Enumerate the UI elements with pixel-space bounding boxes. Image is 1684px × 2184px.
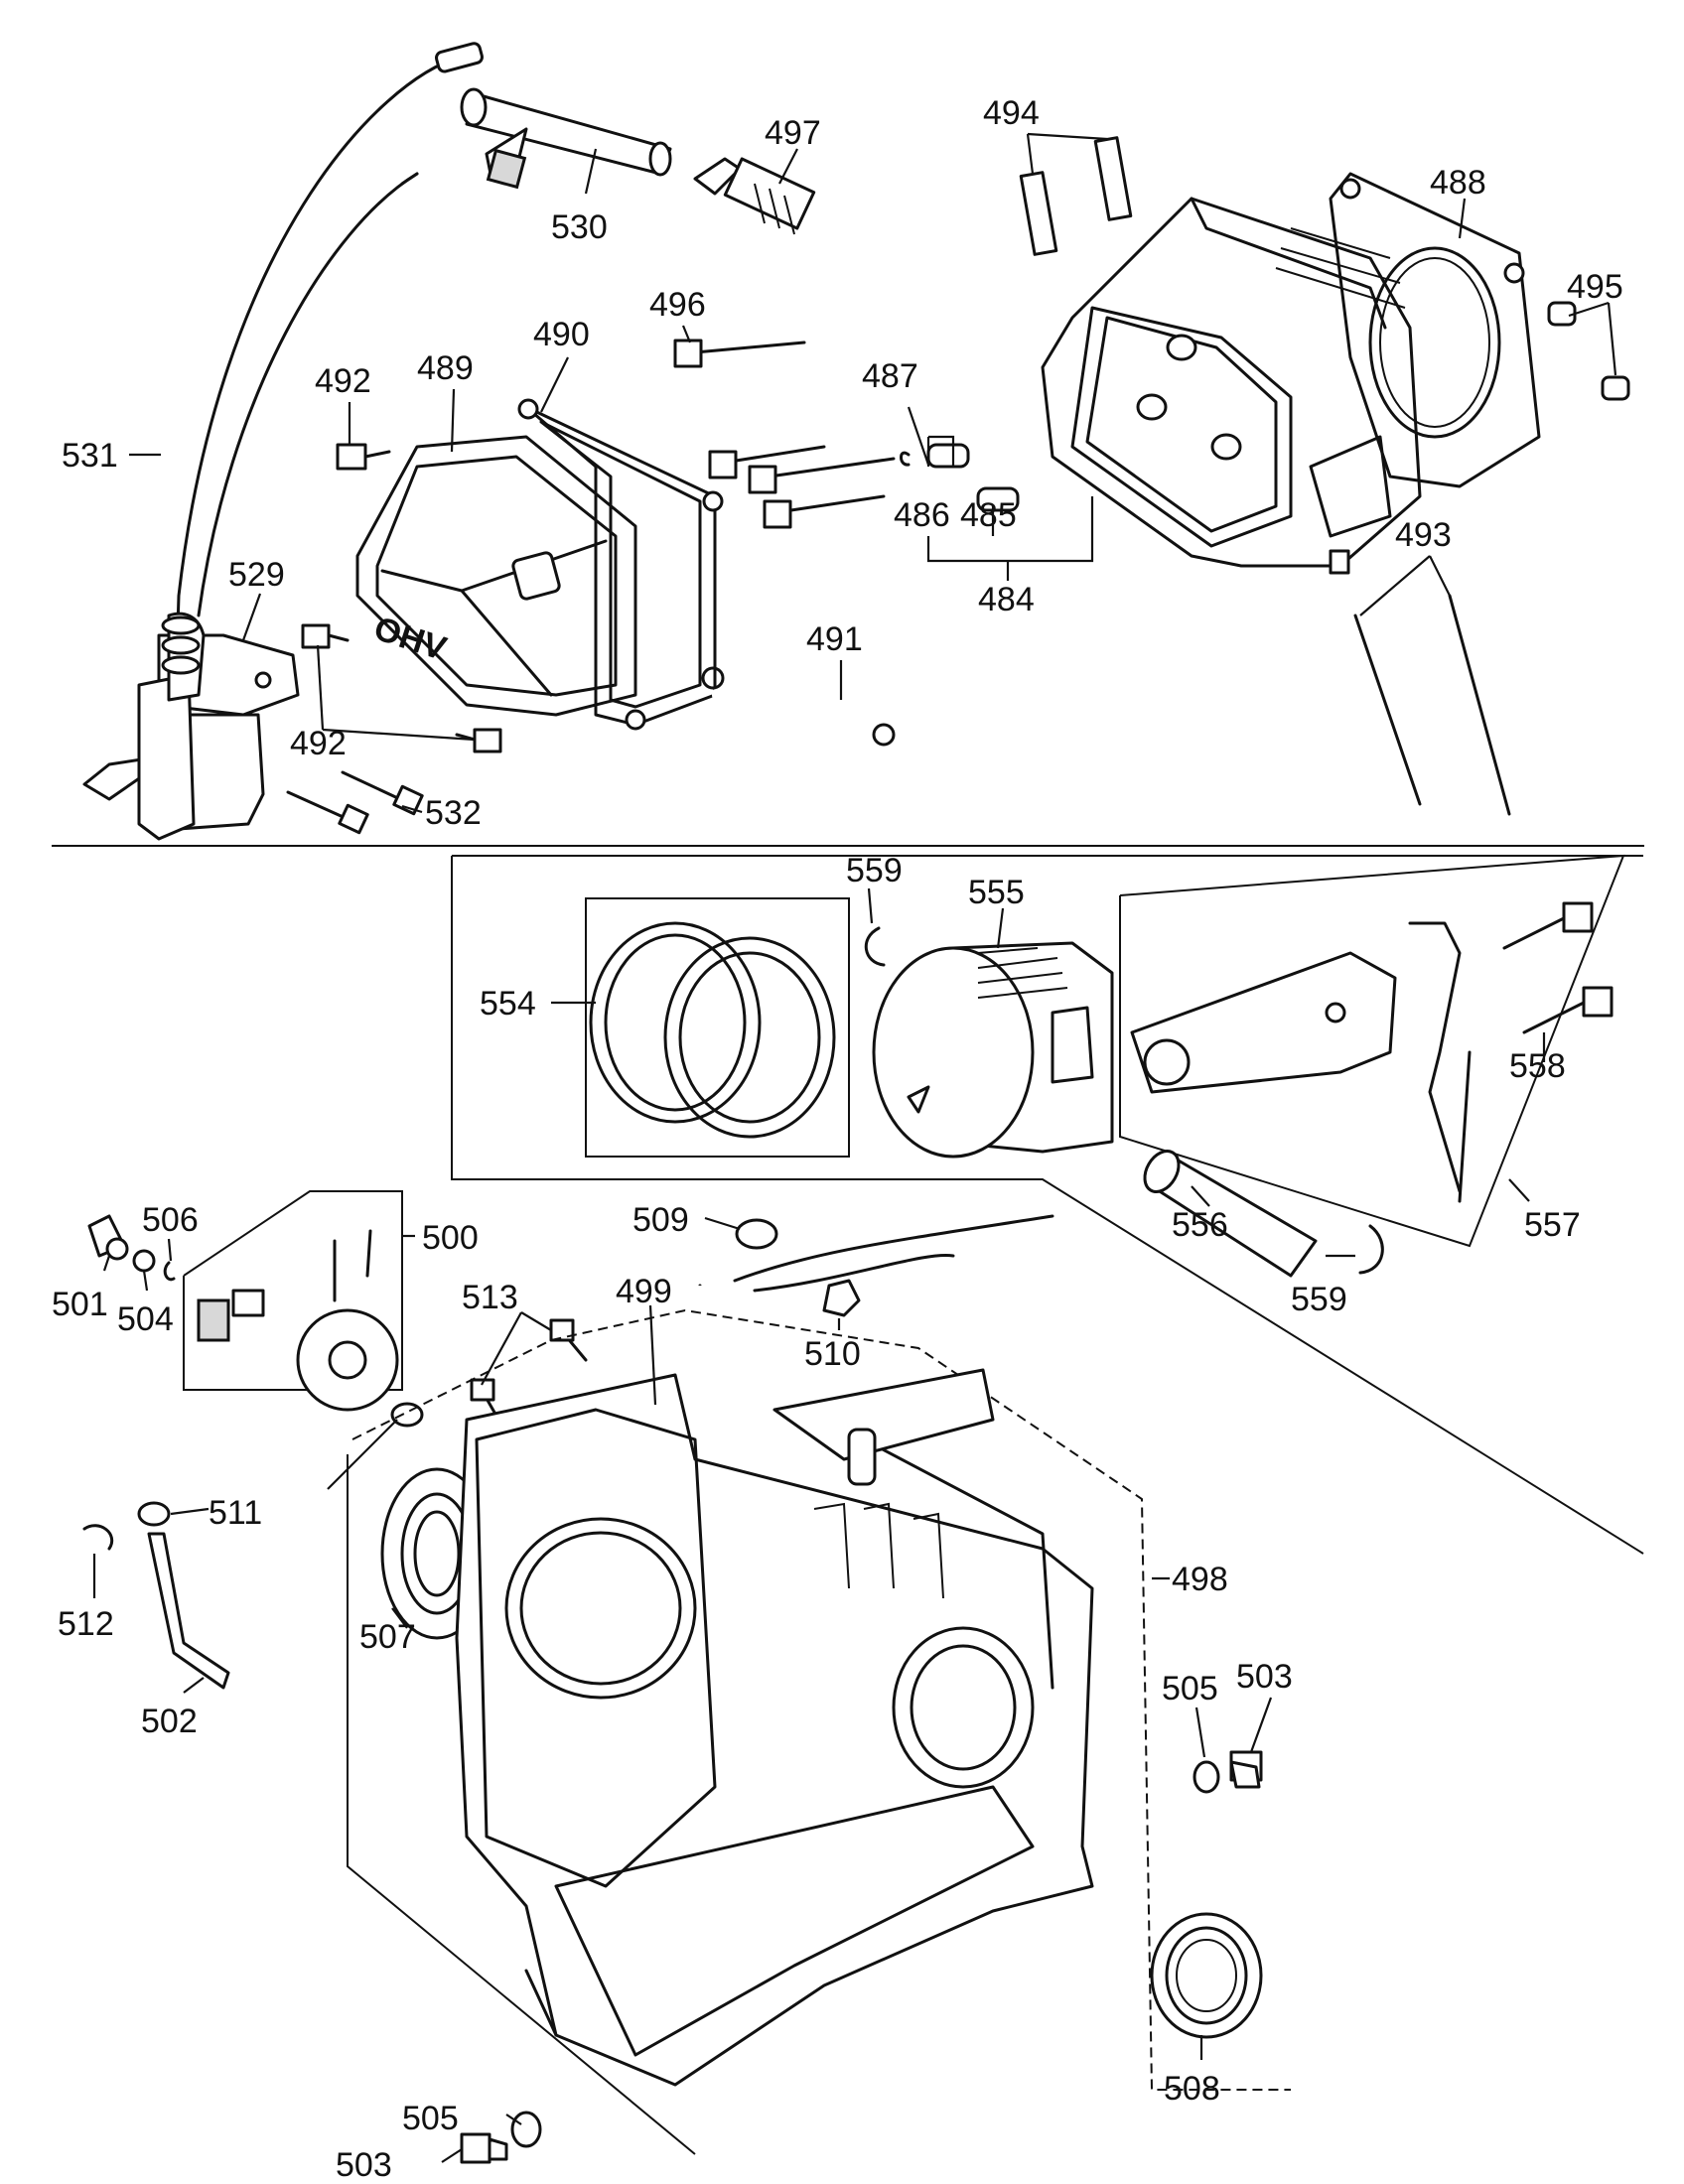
label-559-bottom: 559 xyxy=(1291,1281,1347,1318)
oil-seal-part-508 xyxy=(1150,1912,1263,2039)
dowel-pins-part-495 xyxy=(1547,301,1630,401)
label-529: 529 xyxy=(228,556,285,594)
label-512: 512 xyxy=(58,1605,114,1643)
label-530: 530 xyxy=(551,208,608,246)
label-555: 555 xyxy=(968,874,1025,911)
head-gasket-part-488 xyxy=(1329,172,1541,488)
label-487: 487 xyxy=(862,357,918,395)
valve-cover-gasket-part-490 xyxy=(517,398,724,731)
label-491: 491 xyxy=(806,620,863,658)
piston-part-555 xyxy=(872,941,1114,1159)
piston-rings-part-554 xyxy=(585,897,850,1158)
label-507: 507 xyxy=(359,1618,416,1656)
bolts-part-513 xyxy=(470,1318,588,1427)
label-501: 501 xyxy=(52,1286,108,1323)
governor-assembly-part-500 xyxy=(183,1190,403,1412)
connecting-rod-assembly-part-557 xyxy=(1119,854,1625,1248)
label-556: 556 xyxy=(1172,1206,1228,1244)
label-558: 558 xyxy=(1509,1047,1566,1085)
spring-clip-part-512 xyxy=(82,1524,113,1551)
label-508: 508 xyxy=(1164,2070,1220,2108)
long-studs-part-493 xyxy=(1353,594,1511,816)
callout-labels: 531 530 497 494 488 495 496 490 489 492 … xyxy=(52,94,1623,2184)
label-505-bottom: 505 xyxy=(402,2100,459,2137)
connecting-rod-bolts-part-558 xyxy=(1502,901,1614,1034)
label-506: 506 xyxy=(142,1201,199,1239)
label-511: 511 xyxy=(209,1494,262,1532)
ignition-coil-part-529 xyxy=(137,612,300,841)
crankcase-part-498 xyxy=(347,1308,1291,2155)
label-494: 494 xyxy=(983,94,1040,132)
label-495: 495 xyxy=(1567,268,1623,306)
plug-part-510 xyxy=(822,1279,861,1317)
label-492-top: 492 xyxy=(315,362,371,400)
breather-tube-part-491 xyxy=(701,666,896,787)
label-493: 493 xyxy=(1395,516,1452,554)
spark-plug-cap-part-530 xyxy=(460,87,672,190)
label-503-right: 503 xyxy=(1236,1658,1293,1696)
piston-pin-clip-part-559a xyxy=(864,926,886,967)
o-ring-part-509 xyxy=(735,1218,778,1250)
label-498: 498 xyxy=(1172,1561,1228,1598)
label-509: 509 xyxy=(632,1201,689,1239)
drain-plug-washer-bottom xyxy=(460,2111,542,2164)
valve-parts-485-486-487 xyxy=(900,443,1020,512)
label-496: 496 xyxy=(649,286,706,324)
label-503-bottom: 503 xyxy=(336,2146,392,2184)
label-554: 554 xyxy=(480,985,536,1023)
label-497: 497 xyxy=(765,114,821,152)
governor-small-parts-501-504-506 xyxy=(87,1214,176,1282)
cylinder-head-part-484 xyxy=(1041,197,1422,575)
coil-bolts-part-532 xyxy=(286,770,424,835)
label-490: 490 xyxy=(533,316,590,353)
label-489: 489 xyxy=(417,349,474,387)
label-484: 484 xyxy=(978,581,1035,618)
label-557: 557 xyxy=(1524,1206,1581,1244)
label-499: 499 xyxy=(616,1273,672,1310)
valve-cover-part-489: OHV xyxy=(355,435,637,717)
label-488: 488 xyxy=(1430,164,1486,202)
label-532: 532 xyxy=(425,794,482,832)
label-485: 485 xyxy=(960,496,1017,534)
studs-part-494 xyxy=(1019,136,1133,256)
leader-lines xyxy=(92,132,1617,2163)
governor-arm-part-502 xyxy=(147,1532,230,1690)
label-513: 513 xyxy=(462,1279,518,1316)
spark-plug-part-497 xyxy=(693,157,816,235)
drain-plug-washer-right xyxy=(1193,1750,1263,1794)
head-bolts-part-496 xyxy=(673,339,896,529)
label-500: 500 xyxy=(422,1219,479,1257)
label-486: 486 xyxy=(894,496,950,534)
label-510: 510 xyxy=(804,1335,861,1373)
label-504: 504 xyxy=(117,1300,174,1338)
section-dividers xyxy=(52,845,1644,1555)
label-492-bottom: 492 xyxy=(290,725,347,762)
washer-part-511 xyxy=(137,1402,424,1527)
label-531: 531 xyxy=(62,437,118,475)
ignition-cable xyxy=(197,172,419,617)
label-505-right: 505 xyxy=(1162,1670,1218,1707)
label-502: 502 xyxy=(141,1703,198,1740)
valve-cover-bolts-part-492 xyxy=(301,443,502,753)
label-559-top: 559 xyxy=(846,852,903,889)
piston-pin-clip-part-559b xyxy=(1358,1224,1384,1275)
